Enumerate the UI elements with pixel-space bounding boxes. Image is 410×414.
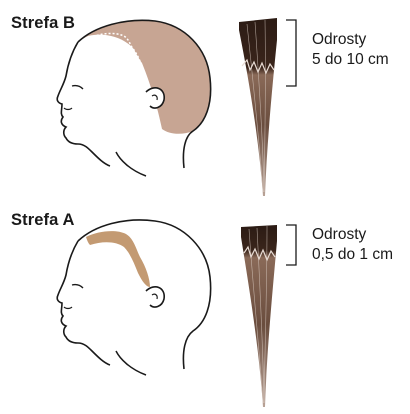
roots-title: Odrosty — [312, 225, 393, 245]
roots-length: 0,5 do 1 cm — [312, 245, 393, 265]
roots-caption: Odrosty 0,5 do 1 cm — [312, 225, 393, 265]
zone-b-panel: Strefa B — [0, 0, 410, 207]
length-bracket-zone-b — [284, 0, 308, 207]
roots-caption: Odrosty 5 do 10 cm — [312, 30, 389, 70]
head-illustration-zone-b — [0, 0, 230, 207]
head-illustration-zone-a — [0, 207, 230, 414]
hair-strand-zone-a — [225, 207, 285, 414]
length-bracket-zone-a — [284, 207, 308, 414]
roots-title: Odrosty — [312, 30, 389, 50]
zone-a-panel: Strefa A — [0, 207, 410, 414]
roots-length: 5 do 10 cm — [312, 50, 389, 70]
hair-strand-zone-b — [225, 0, 285, 207]
hair-zone-a — [86, 231, 150, 287]
